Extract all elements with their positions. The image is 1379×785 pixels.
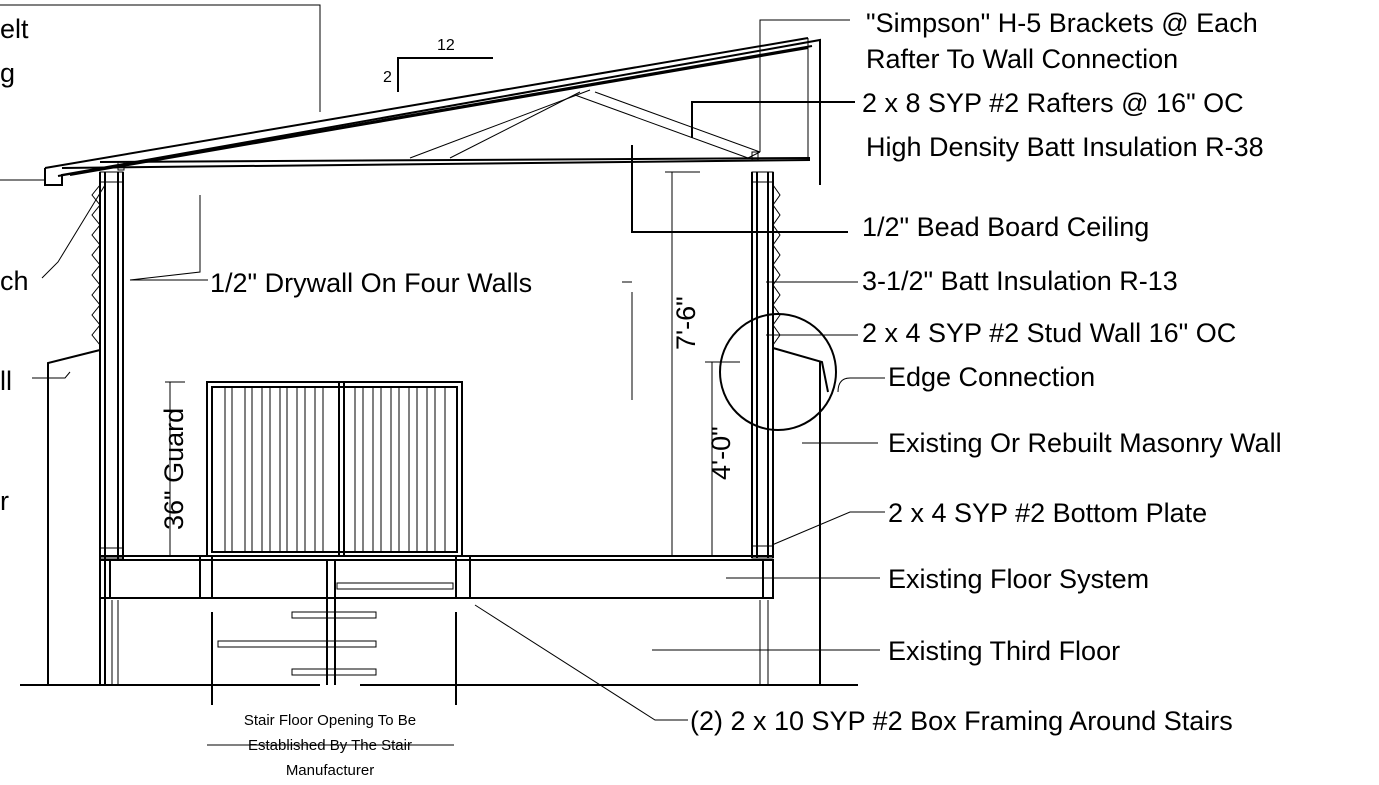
label-brackets-2: Rafter To Wall Connection [866,44,1178,74]
label-batt-wall: 3-1/2" Batt Insulation R-13 [862,266,1178,296]
guard-balusters [224,387,446,552]
label-drywall: 1/2" Drywall On Four Walls [210,268,532,298]
box-framing-right [455,555,471,599]
left-masonry-outline [47,349,101,685]
stairs [211,560,457,705]
guard-rail [206,381,463,557]
floor-system [20,555,858,686]
pitch-rise: 2 [383,69,392,86]
label-floor-system: Existing Floor System [888,564,1149,594]
roof-top-line [44,37,809,169]
felt-label-fragment-2: g [0,58,15,88]
label-stair-opening-3: Manufacturer [286,762,374,779]
roof-sheathing-line [57,45,813,177]
label-stud-wall: 2 x 4 SYP #2 Stud Wall 16" OC [862,318,1236,348]
dim-sill-height: 4'-0" [706,426,736,480]
label-roof-insulation: High Density Batt Insulation R-38 [866,132,1264,162]
pitch-run: 12 [437,37,455,54]
label-masonry-wall: Existing Or Rebuilt Masonry Wall [888,428,1282,458]
felt-label-fragment: elt [0,14,29,44]
flashing-label-fragment: ch [0,266,29,296]
rafter-line [69,47,809,176]
label-ceiling: 1/2" Bead Board Ceiling [862,212,1149,242]
box-framing-left [199,555,213,599]
ceiling-line [99,157,811,163]
label-stair-opening-1: Stair Floor Opening To Be [244,712,416,729]
label-brackets-1: "Simpson" H-5 Brackets @ Each [866,8,1258,38]
roof-assembly [44,37,821,186]
label-bottom-plate: 2 x 4 SYP #2 Bottom Plate [888,498,1207,528]
edge-flashing [772,347,829,393]
floor-label-fragment: r [0,486,9,516]
label-rafters: 2 x 8 SYP #2 Rafters @ 16" OC [862,88,1244,118]
dim-ceiling-height: 7'-6" [671,296,701,350]
label-edge-connection: Edge Connection [888,362,1095,392]
left-wall [47,171,124,685]
edge-connection-circle [719,313,837,431]
roof-pitch-symbol: 2 12 [383,37,493,92]
ceiling-joist [61,159,811,169]
dimension-lines [165,171,740,557]
right-wall [751,171,829,685]
wall-label-fragment: ll [0,366,12,396]
label-third-floor: Existing Third Floor [888,636,1120,666]
dim-guard: 36" Guard [159,408,189,530]
label-box-framing: (2) 2 x 10 SYP #2 Box Framing Around Sta… [690,706,1233,736]
leader-lines [0,4,885,721]
